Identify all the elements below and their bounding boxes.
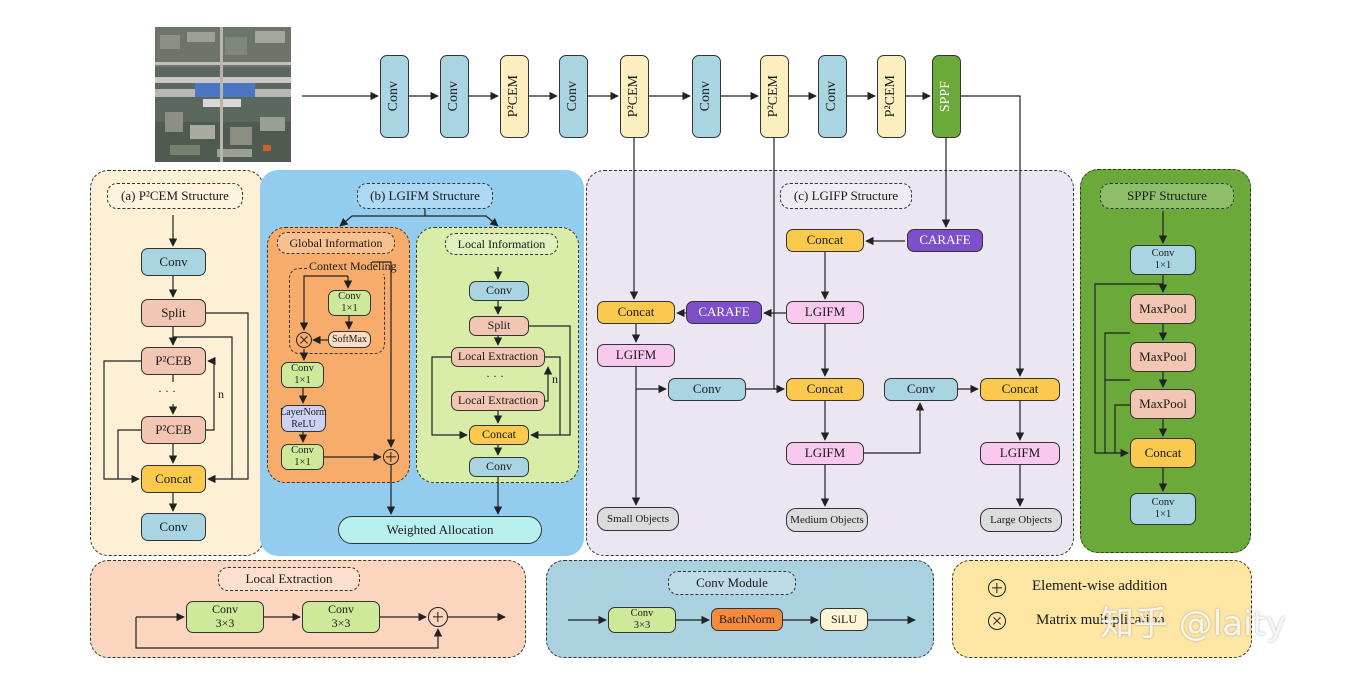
lgifp-concat-left: Concat — [597, 301, 675, 324]
legend-multiplication-icon — [988, 612, 1006, 630]
sppf-maxpool-3: MaxPool — [1130, 389, 1196, 419]
local-extraction-2: Local Extraction — [451, 391, 545, 411]
cm-batchnorm: BatchNorm — [711, 608, 783, 631]
lgifp-conv-left: Conv — [668, 378, 746, 401]
lgifm-title: (b) LGIFM Structure — [357, 183, 493, 209]
sppf-maxpool-2: MaxPool — [1130, 342, 1196, 372]
backbone-conv-4: Conv — [692, 55, 721, 138]
watermark: 知乎 @laity — [1100, 604, 1286, 644]
global-conv-1x1-a: Conv 1×1 — [328, 290, 371, 316]
backbone-conv-2: Conv — [440, 55, 469, 138]
lgifp-carafe-top: CARAFE — [907, 229, 983, 252]
lgifp-concat-top: Concat — [786, 229, 864, 252]
local-concat: Concat — [469, 425, 529, 445]
global-softmax: SoftMax — [328, 331, 371, 348]
backbone-sppf: SPPF — [932, 55, 961, 138]
local-dots: · · · — [486, 369, 504, 383]
weighted-allocation: Weighted Allocation — [338, 516, 542, 544]
cm-silu: SiLU — [820, 608, 868, 631]
p2cem-conv-top: Conv — [141, 248, 206, 276]
p2cem-title: (a) P²CEM Structure — [107, 183, 243, 209]
input-satellite-image — [155, 27, 291, 162]
p2cem-concat: Concat — [141, 465, 206, 493]
p2cem-n-label: n — [218, 387, 224, 401]
context-modeling-title: Context Modeling — [307, 259, 399, 274]
le-conv-3x3-a: Conv 3×3 — [186, 601, 264, 633]
lgifp-conv-right: Conv — [884, 378, 958, 401]
sppf-concat: Concat — [1130, 438, 1196, 468]
small-objects-output: Small Objects — [597, 507, 679, 531]
local-information-title: Local Information — [445, 233, 558, 255]
local-conv-bottom: Conv — [469, 457, 529, 477]
p2cem-split: Split — [141, 299, 206, 327]
global-conv-1x1-c: Conv 1×1 — [281, 444, 324, 470]
sppf-maxpool-1: MaxPool — [1130, 294, 1196, 324]
sppf-title: SPPF Structure — [1100, 183, 1234, 209]
global-layernorm-relu: LayerNorm ReLU — [280, 405, 327, 432]
sppf-conv-top: Conv 1×1 — [1130, 245, 1196, 275]
backbone-p2cem-3: P²CEM — [760, 55, 789, 138]
legend-panel — [952, 560, 1252, 658]
matrix-multiplication-icon — [296, 332, 312, 348]
p2cem-dots: · · · — [158, 384, 176, 398]
legend-multiplication-label: Matrix multiplication — [1036, 612, 1165, 628]
global-conv-1x1-b: Conv 1×1 — [281, 362, 324, 388]
local-n-label: n — [552, 372, 558, 386]
large-objects-output: Large Objects — [980, 508, 1062, 532]
local-split: Split — [469, 316, 529, 336]
backbone-conv-5: Conv — [818, 55, 847, 138]
backbone-p2cem-4: P²CEM — [877, 55, 906, 138]
lgifp-carafe-mid: CARAFE — [686, 301, 762, 324]
p2cem-conv-bottom: Conv — [141, 513, 206, 541]
lgifp-lgifm-mid: LGIFM — [786, 301, 864, 324]
backbone-conv-1: Conv — [380, 55, 409, 138]
le-conv-3x3-b: Conv 3×3 — [302, 601, 380, 633]
local-conv-top: Conv — [469, 281, 529, 301]
lgifp-lgifm-left: LGIFM — [597, 344, 675, 367]
local-extraction-1: Local Extraction — [451, 347, 545, 367]
local-extraction-title: Local Extraction — [218, 567, 360, 591]
cm-conv-3x3: Conv 3×3 — [608, 607, 676, 633]
global-information-title: Global Information — [277, 232, 395, 254]
lgifp-lgifm-large: LGIFM — [980, 442, 1060, 465]
backbone-p2cem-2: P²CEM — [620, 55, 649, 138]
medium-objects-output: Medium Objects — [786, 508, 868, 532]
p2cem-p2ceb-1: P²CEB — [141, 347, 206, 375]
backbone-p2cem-1: P²CEM — [500, 55, 529, 138]
legend-addition-label: Element-wise addition — [1032, 578, 1168, 594]
sppf-conv-bottom: Conv 1×1 — [1130, 493, 1196, 525]
lgifp-concat-right: Concat — [980, 378, 1060, 401]
legend-addition-icon — [988, 579, 1006, 597]
lgifp-title: (c) LGIFP Structure — [780, 183, 912, 209]
lgifp-lgifm-medium: LGIFM — [786, 442, 864, 465]
le-addition-icon — [428, 607, 448, 627]
p2cem-p2ceb-2: P²CEB — [141, 416, 206, 444]
conv-module-title: Conv Module — [668, 571, 796, 595]
element-wise-addition-icon — [383, 449, 399, 465]
backbone-conv-3: Conv — [559, 55, 588, 138]
lgifp-concat-mid: Concat — [786, 378, 864, 401]
